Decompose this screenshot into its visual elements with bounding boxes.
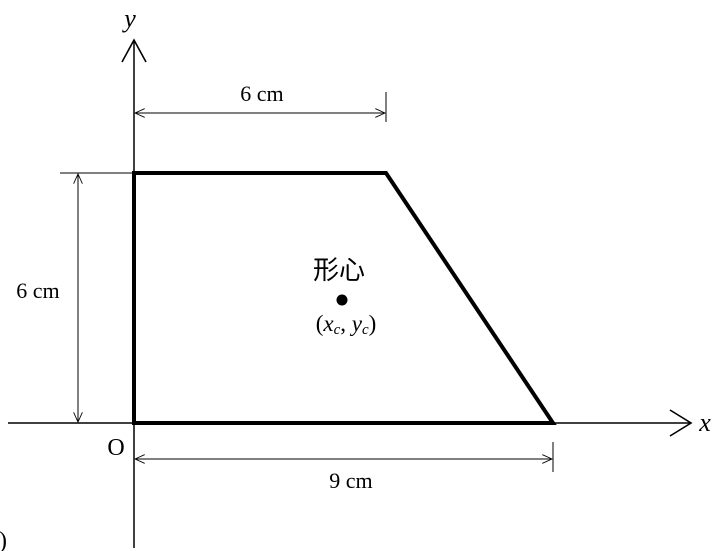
origin-label: O: [107, 435, 124, 461]
height-dimension-label: 6 cm: [16, 278, 59, 303]
centroid-point: [336, 294, 348, 306]
centroid-x-subscript: c: [334, 322, 341, 338]
centroid-coordinates: (xc, yc): [316, 311, 377, 338]
centroid-paren-close: ): [369, 311, 377, 336]
y-axis-arrowhead: [121, 38, 147, 63]
centroid-label: 形心: [313, 256, 365, 285]
bottom-dimension-label: 9 cm: [329, 468, 372, 493]
x-axis-arrowhead: [669, 409, 693, 437]
corner-parenthesis: ): [0, 528, 7, 551]
top-dimension-label: 6 cm: [240, 81, 283, 106]
centroid-paren-open: (: [316, 311, 324, 336]
centroid-separator: ,: [340, 311, 352, 336]
centroid-x-symbol: x: [322, 311, 334, 336]
trapezoid-shape: [132, 171, 557, 425]
x-axis-label: x: [698, 408, 711, 437]
centroid-y-subscript: c: [362, 322, 369, 338]
centroid-y-symbol: y: [350, 311, 363, 336]
y-axis-label: y: [121, 4, 136, 33]
